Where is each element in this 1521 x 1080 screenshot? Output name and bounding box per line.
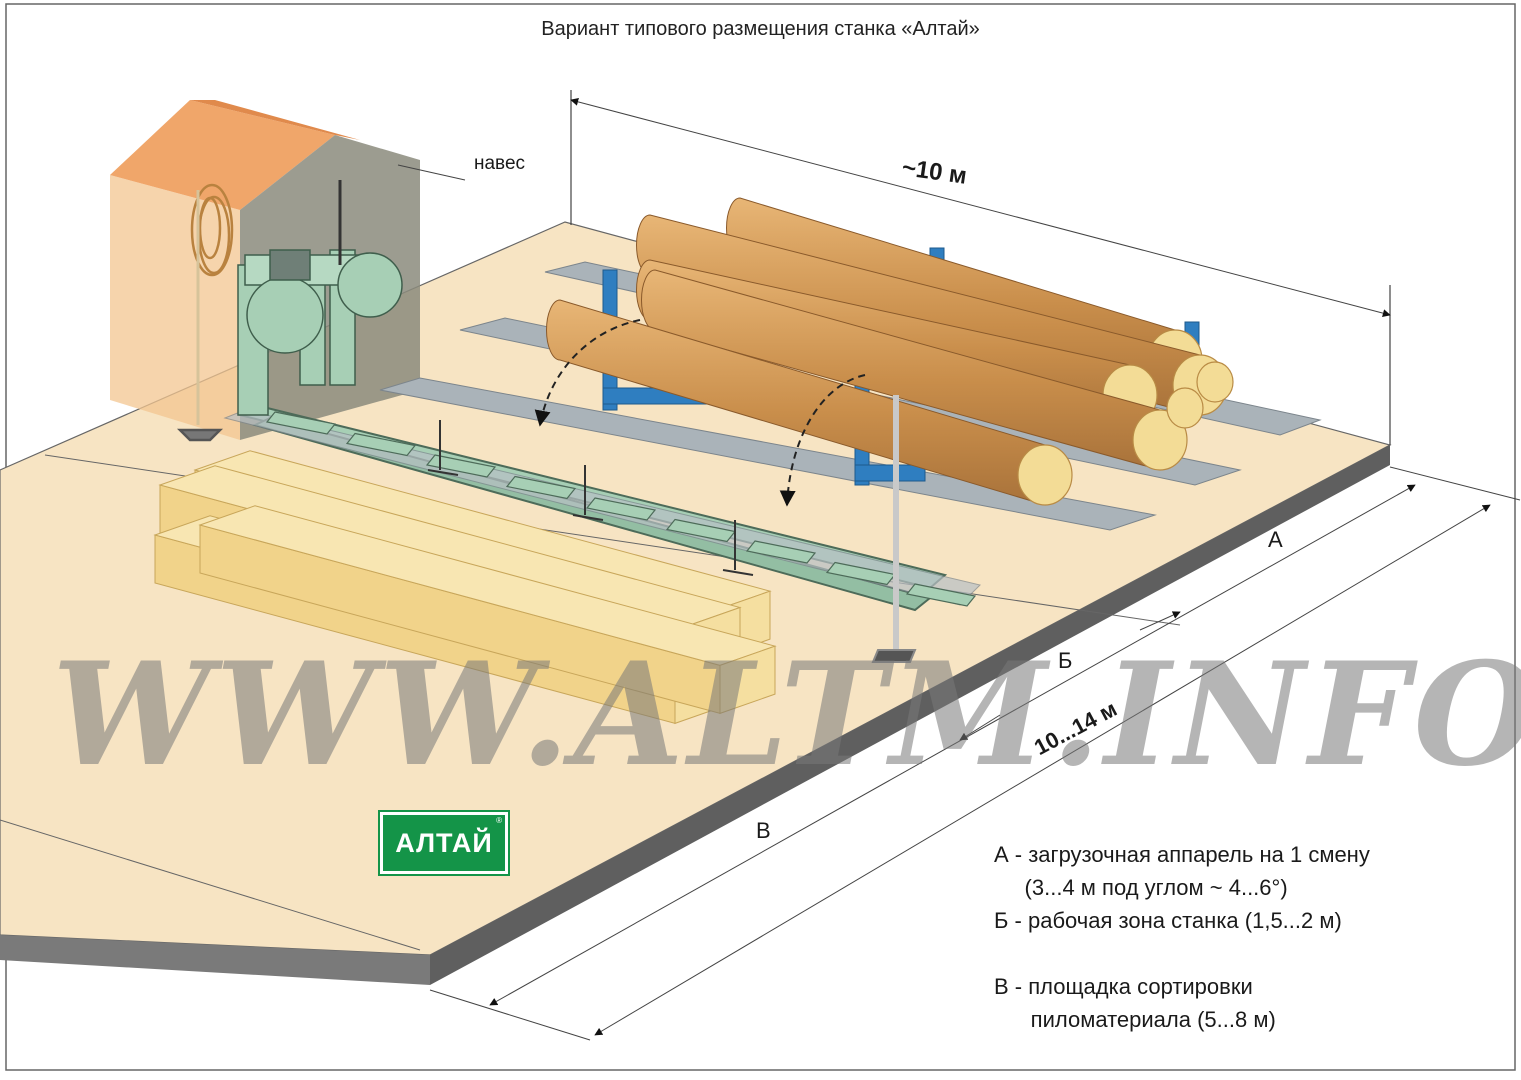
legend-line: (3...4 м под углом ~ 4...6°) (994, 875, 1288, 900)
log-clamp-base (427, 469, 459, 476)
track-crossbar (345, 432, 417, 457)
legend-line: В - площадка сортировки (994, 974, 1253, 999)
canopy-label: навес (474, 153, 526, 174)
log-body (546, 299, 1046, 506)
sawmill-head (237, 180, 403, 416)
log-end (1132, 409, 1188, 471)
log-end (1166, 387, 1204, 429)
zone-a-label: А (1268, 527, 1283, 552)
legend-line (994, 937, 1370, 970)
canopy (110, 100, 466, 440)
dimension-width (570, 90, 1391, 445)
zone-b-label: Б (1058, 648, 1073, 673)
track-crossbar (425, 454, 497, 478)
saw-blade-hanger (176, 183, 234, 442)
loading-arrows (534, 319, 866, 507)
altai-logo: АЛТАЙ ® (378, 810, 510, 876)
legend-line: Б - рабочая зона станка (1,5...2 м) (994, 908, 1342, 933)
legend-line: А - загрузочная аппарель на 1 смену (994, 842, 1370, 867)
legend-line: пиломатериала (5...8 м) (994, 1007, 1276, 1032)
log-end (1017, 444, 1073, 506)
logo-text: АЛТАЙ (395, 827, 493, 858)
registered-mark: ® (496, 816, 502, 825)
legend: А - загрузочная аппарель на 1 смену (3..… (994, 838, 1370, 1036)
zone-v-label: В (756, 818, 771, 843)
canopy-roof-right (190, 100, 360, 140)
track-crossbar (265, 411, 337, 435)
dimension-depth (429, 466, 1521, 1041)
page-title: Вариант типового размещения станка «Алта… (541, 18, 980, 40)
canopy-roof-left (110, 100, 335, 210)
platform-side-front (0, 935, 430, 985)
watermark: WWW.ALTM.INFO (52, 632, 1521, 798)
canopy-left-wall (110, 175, 240, 440)
log-end (1196, 361, 1234, 403)
